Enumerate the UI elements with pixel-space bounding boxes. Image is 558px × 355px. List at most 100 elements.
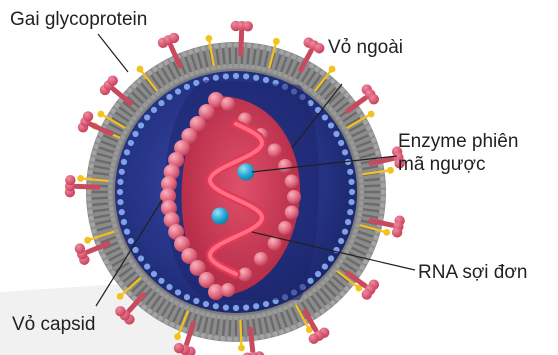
capsid-bead xyxy=(128,140,134,146)
lipid-head xyxy=(155,288,160,293)
lipid-head xyxy=(123,249,128,254)
lipid-head xyxy=(211,314,216,319)
lipid-head xyxy=(151,95,156,100)
capsid-bead xyxy=(213,75,219,81)
lipid-head xyxy=(188,50,193,55)
lipid-head xyxy=(314,67,319,72)
label-glycoprotein-spike: Gai glycoprotein xyxy=(10,8,147,31)
lipid-head xyxy=(320,70,325,75)
lipid-head xyxy=(132,116,137,121)
lipid-head xyxy=(380,196,385,201)
lipid-tail xyxy=(229,318,230,339)
lipid-head xyxy=(273,70,278,75)
capsid-bead xyxy=(348,199,354,205)
lipid-head xyxy=(200,311,205,316)
spike-lobe xyxy=(169,33,179,43)
lipid-head xyxy=(366,126,371,131)
lipid-head xyxy=(283,306,288,311)
lipid-head xyxy=(90,157,95,162)
lipid-head xyxy=(142,304,147,309)
lipid-head xyxy=(222,315,227,320)
spike-lobe xyxy=(314,43,324,53)
capsid-bead xyxy=(342,229,348,235)
lipid-head xyxy=(371,241,376,246)
lipid-head xyxy=(189,308,194,313)
stud-cap xyxy=(174,333,181,340)
lipid-head xyxy=(262,67,267,72)
lipid-head xyxy=(108,201,113,206)
lipid-head xyxy=(278,72,283,77)
lipid-head xyxy=(184,306,189,311)
lipid-head xyxy=(220,336,225,341)
lipid-head xyxy=(169,298,174,303)
capsid-bead xyxy=(151,107,157,113)
lipid-head xyxy=(135,111,140,116)
lipid-head xyxy=(266,333,271,338)
lipid-head xyxy=(207,334,212,339)
capsid-bead xyxy=(117,199,123,205)
lipid-head xyxy=(147,70,152,75)
stud-cap xyxy=(84,237,91,244)
lipid-head xyxy=(303,85,308,90)
label-capsid: Vỏ capsid xyxy=(12,313,95,336)
capsid-bead xyxy=(253,75,259,81)
lipid-head xyxy=(357,162,362,167)
lipid-head xyxy=(297,322,302,327)
capsid-bead xyxy=(322,263,328,269)
core-ball xyxy=(285,206,299,220)
lipid-head xyxy=(267,311,272,316)
capsid-bead xyxy=(315,271,321,277)
lipid-head xyxy=(111,162,116,167)
capsid-bead xyxy=(158,100,164,106)
spike-lobe xyxy=(115,306,125,316)
lipid-head xyxy=(227,43,232,48)
lipid-head xyxy=(247,43,252,48)
stud-cap xyxy=(137,66,144,73)
lipid-head xyxy=(147,281,152,286)
core-ball xyxy=(278,159,292,173)
lipid-head xyxy=(139,107,144,112)
lipid-head xyxy=(217,65,222,70)
lipid-head xyxy=(360,184,365,189)
lipid-head xyxy=(355,223,360,228)
lipid-head xyxy=(147,308,152,313)
lipid-head xyxy=(234,64,239,69)
lipid-head xyxy=(379,209,384,214)
lipid-head xyxy=(308,292,313,297)
stud-cap xyxy=(98,111,105,118)
lipid-head xyxy=(158,316,163,321)
lipid-head xyxy=(352,234,357,239)
lipid-head xyxy=(160,88,165,93)
lipid-head xyxy=(118,239,123,244)
lipid-head xyxy=(220,43,225,48)
lipid-head xyxy=(279,329,284,334)
capsid-bead xyxy=(144,263,150,269)
lipid-head xyxy=(87,196,92,201)
lipid-head xyxy=(164,295,169,300)
lipid-head xyxy=(228,64,233,69)
lipid-head xyxy=(211,66,216,71)
lipid-head xyxy=(90,222,95,227)
lipid-head xyxy=(152,67,157,72)
stud-stem xyxy=(240,320,241,348)
lipid-head xyxy=(369,132,374,137)
lipid-head xyxy=(101,253,106,258)
capsid-bead xyxy=(203,301,209,307)
lipid-head xyxy=(89,163,94,168)
lipid-head xyxy=(256,66,261,71)
lipid-head xyxy=(194,48,199,53)
lipid-head xyxy=(291,325,296,330)
lipid-head xyxy=(228,316,233,321)
spike-lobe xyxy=(243,21,253,31)
lipid-head xyxy=(174,79,179,84)
lipid-head xyxy=(112,223,117,228)
lipid-head xyxy=(217,315,222,320)
lipid-head xyxy=(375,150,380,155)
lipid-head xyxy=(285,52,290,57)
lipid-head xyxy=(184,74,189,79)
lipid-head xyxy=(94,144,99,149)
lipid-head xyxy=(164,60,169,65)
stud-cap xyxy=(383,229,390,236)
lipid-head xyxy=(174,301,179,306)
lipid-head xyxy=(297,57,302,62)
